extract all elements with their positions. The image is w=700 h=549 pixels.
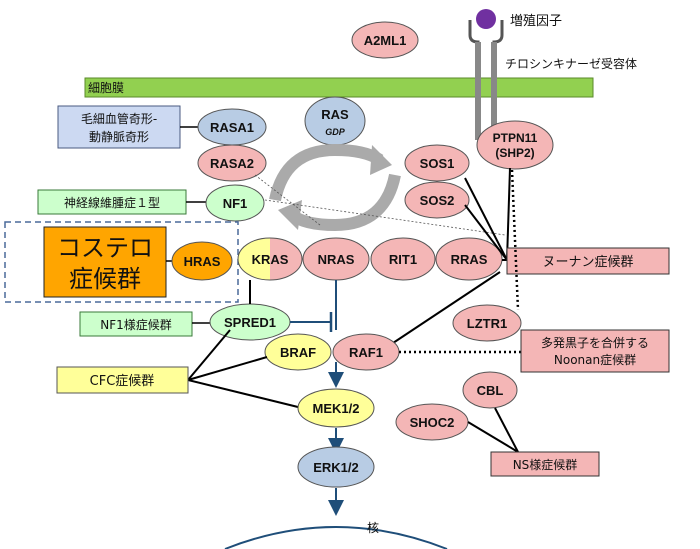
syndrome-multiple-lentigines-line2: Noonan症候群 [554, 352, 636, 367]
node-erk12 [297, 446, 375, 488]
node-ptpn11-line2: (SHP2) [495, 146, 534, 160]
syndrome-noonan-label: ヌーナン症候群 [542, 255, 633, 270]
node-lztr1 [452, 304, 522, 342]
syndrome-costello-box [43, 226, 167, 298]
syndrome-multiple-lentigines-box [520, 329, 670, 373]
node-kras [237, 237, 303, 281]
syndrome-costello-line1: コステロ [57, 234, 153, 262]
node-erk12-label: ERK1/2 [313, 460, 359, 475]
node-ptpn11 [476, 120, 554, 170]
node-rras-label: RRAS [451, 252, 488, 267]
syndrome-noonan-box [506, 247, 670, 275]
node-rasa1-label: RASA1 [210, 120, 254, 135]
node-rit1 [370, 237, 436, 281]
syndrome-costello-line2: 症候群 [69, 265, 141, 293]
node-sos1 [404, 144, 470, 182]
node-raf1-label: RAF1 [349, 345, 383, 360]
node-shoc2-label: SHOC2 [410, 415, 455, 430]
syndrome-multiple-lentigines-line1: 多発黒子を合併する [541, 335, 649, 350]
node-hras-label: HRAS [184, 254, 221, 269]
node-sos2-label: SOS2 [420, 193, 455, 208]
node-braf [264, 333, 332, 371]
receptor [468, 20, 504, 140]
node-ras-label: RAS [321, 107, 349, 122]
node-braf-label: BRAF [280, 345, 316, 360]
syndrome-capillary-line1: 毛細血管奇形- [81, 111, 157, 126]
node-rit1-label: RIT1 [389, 252, 417, 267]
syndrome-ns-like-box [490, 451, 600, 477]
syndrome-capillary-line2: 動静脈奇形 [89, 130, 149, 144]
node-sos2 [404, 181, 470, 219]
node-a2ml1 [351, 21, 419, 59]
growth-factor-label: 増殖因子 [510, 13, 562, 29]
syndrome-ns-like-label: NS様症候群 [513, 457, 578, 472]
node-cbl [462, 371, 518, 409]
node-mek12 [297, 388, 375, 428]
syndrome-nf1-like-label: NF1様症候群 [100, 317, 172, 332]
growth-factor-circle [476, 9, 496, 29]
node-nf1 [205, 184, 265, 222]
syndrome-cfc-label: CFC症候群 [90, 374, 155, 389]
nucleus-label: 核 [367, 521, 379, 535]
receptor-label: チロシンキナーゼ受容体 [505, 56, 637, 71]
ras-cycle-arrows [269, 143, 401, 232]
node-hras [171, 241, 233, 281]
node-rasa2 [197, 144, 267, 182]
cell-membrane [84, 77, 594, 98]
node-rasa2-label: RASA2 [210, 156, 254, 171]
node-nf1-label: NF1 [223, 196, 248, 211]
node-nras-label: NRAS [318, 252, 355, 267]
node-lztr1-label: LZTR1 [467, 316, 507, 331]
node-mek12-label: MEK1/2 [313, 401, 360, 416]
node-cbl-label: CBL [477, 383, 504, 398]
membrane-label: 細胞膜 [88, 81, 124, 95]
syndrome-nf1-type1-box [37, 189, 187, 215]
syndrome-cfc-box [56, 366, 189, 394]
node-kras-label: KRAS [252, 252, 289, 267]
node-ras-gdp: GDP [325, 127, 346, 137]
node-a2ml1-label: A2ML1 [364, 33, 407, 48]
nucleus-membrane [224, 526, 448, 549]
syndrome-nf1-like-box [79, 311, 193, 337]
node-sos1-label: SOS1 [420, 156, 455, 171]
syndrome-nf1-type1-label: 神経線維腫症１型 [64, 195, 160, 210]
syndrome-capillary-box [57, 105, 181, 149]
node-spred1-label: SPRED1 [224, 315, 276, 330]
node-ptpn11-line1: PTPN11 [493, 131, 538, 145]
